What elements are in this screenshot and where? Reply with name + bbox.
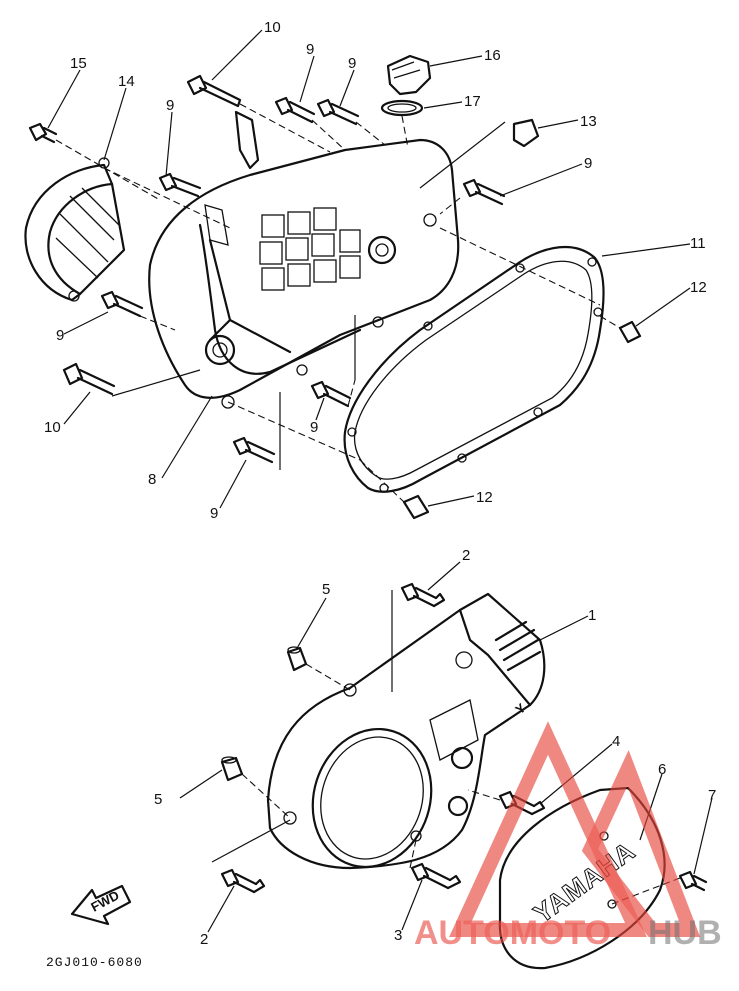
callout-9-d: 9 xyxy=(584,155,592,172)
callout-16: 16 xyxy=(484,47,501,64)
watermark-triangle-small xyxy=(581,750,701,937)
crankcase-cover-outer: Y xyxy=(266,592,546,870)
callout-10-bottom: 10 xyxy=(44,419,61,436)
part-code-label: 2GJ010-6080 xyxy=(46,955,143,970)
crankcase-cover-inner xyxy=(148,110,460,409)
callout-12-lower: 12 xyxy=(476,489,493,506)
callout-13: 13 xyxy=(580,113,597,130)
callout-numbers: 10 15 14 9 9 9 16 17 13 9 11 12 9 10 8 9… xyxy=(44,19,716,948)
cover-ribbing xyxy=(259,207,361,291)
dowel-pin-5-left xyxy=(220,756,244,782)
callout-7: 7 xyxy=(708,787,716,804)
bolt-9-c xyxy=(158,172,202,198)
bolt-10-bottom xyxy=(62,362,116,396)
callout-1: 1 xyxy=(588,607,596,624)
dowel-pin-lower xyxy=(402,494,430,520)
callout-10-top: 10 xyxy=(264,19,281,36)
callout-9-b: 9 xyxy=(306,41,314,58)
oil-filler-cap xyxy=(380,54,432,117)
callout-15: 15 xyxy=(70,55,87,72)
callout-9-a: 9 xyxy=(166,97,174,114)
callout-6: 6 xyxy=(658,761,666,778)
oil-strainer-shroud xyxy=(24,157,126,302)
callout-17: 17 xyxy=(464,93,481,110)
dowel-pin-upper xyxy=(618,320,642,344)
bolt-2-bottom xyxy=(220,868,266,894)
bolt-15 xyxy=(28,122,58,144)
upper-alignment-lines xyxy=(55,103,621,503)
oil-level-plug xyxy=(512,118,540,148)
screw-7 xyxy=(678,870,708,892)
callout-9-c: 9 xyxy=(348,55,356,72)
forward-direction-arrow: FWD xyxy=(70,884,132,926)
watermark-text-secondary: HUB xyxy=(648,914,722,952)
watermark-logo-triangles xyxy=(449,721,701,937)
cover-vent-slots xyxy=(494,620,542,672)
bolt-3 xyxy=(410,862,462,890)
callout-9-g: 9 xyxy=(210,505,218,522)
watermark: AUTOMOTO HUB xyxy=(414,721,722,952)
bolt-9-a xyxy=(274,96,316,124)
bolt-9-e xyxy=(100,290,144,318)
callout-4: 4 xyxy=(612,733,620,750)
bolt-9-d xyxy=(462,178,506,206)
callout-2-top: 2 xyxy=(462,547,470,564)
callout-14: 14 xyxy=(118,73,135,90)
dowel-pin-5-top xyxy=(286,646,308,672)
callout-9-f: 9 xyxy=(310,419,318,436)
watermark-text-primary: AUTOMOTO xyxy=(414,914,611,952)
callout-12-upper: 12 xyxy=(690,279,707,296)
callout-11: 11 xyxy=(690,235,706,252)
callout-5-left: 5 xyxy=(154,791,162,808)
callout-5-top: 5 xyxy=(322,581,330,598)
callout-leader-lines xyxy=(47,29,713,933)
callout-9-e: 9 xyxy=(56,327,64,344)
crankcase-cover-gasket xyxy=(343,245,605,493)
bolt-10-top xyxy=(186,74,242,108)
bolt-9-b xyxy=(316,98,360,126)
bolt-2-top xyxy=(400,582,446,608)
bolt-9-f xyxy=(310,380,352,408)
callout-8: 8 xyxy=(148,471,156,488)
callout-3: 3 xyxy=(394,927,402,944)
callout-2-bottom: 2 xyxy=(200,931,208,948)
bolt-9-g xyxy=(232,436,276,464)
